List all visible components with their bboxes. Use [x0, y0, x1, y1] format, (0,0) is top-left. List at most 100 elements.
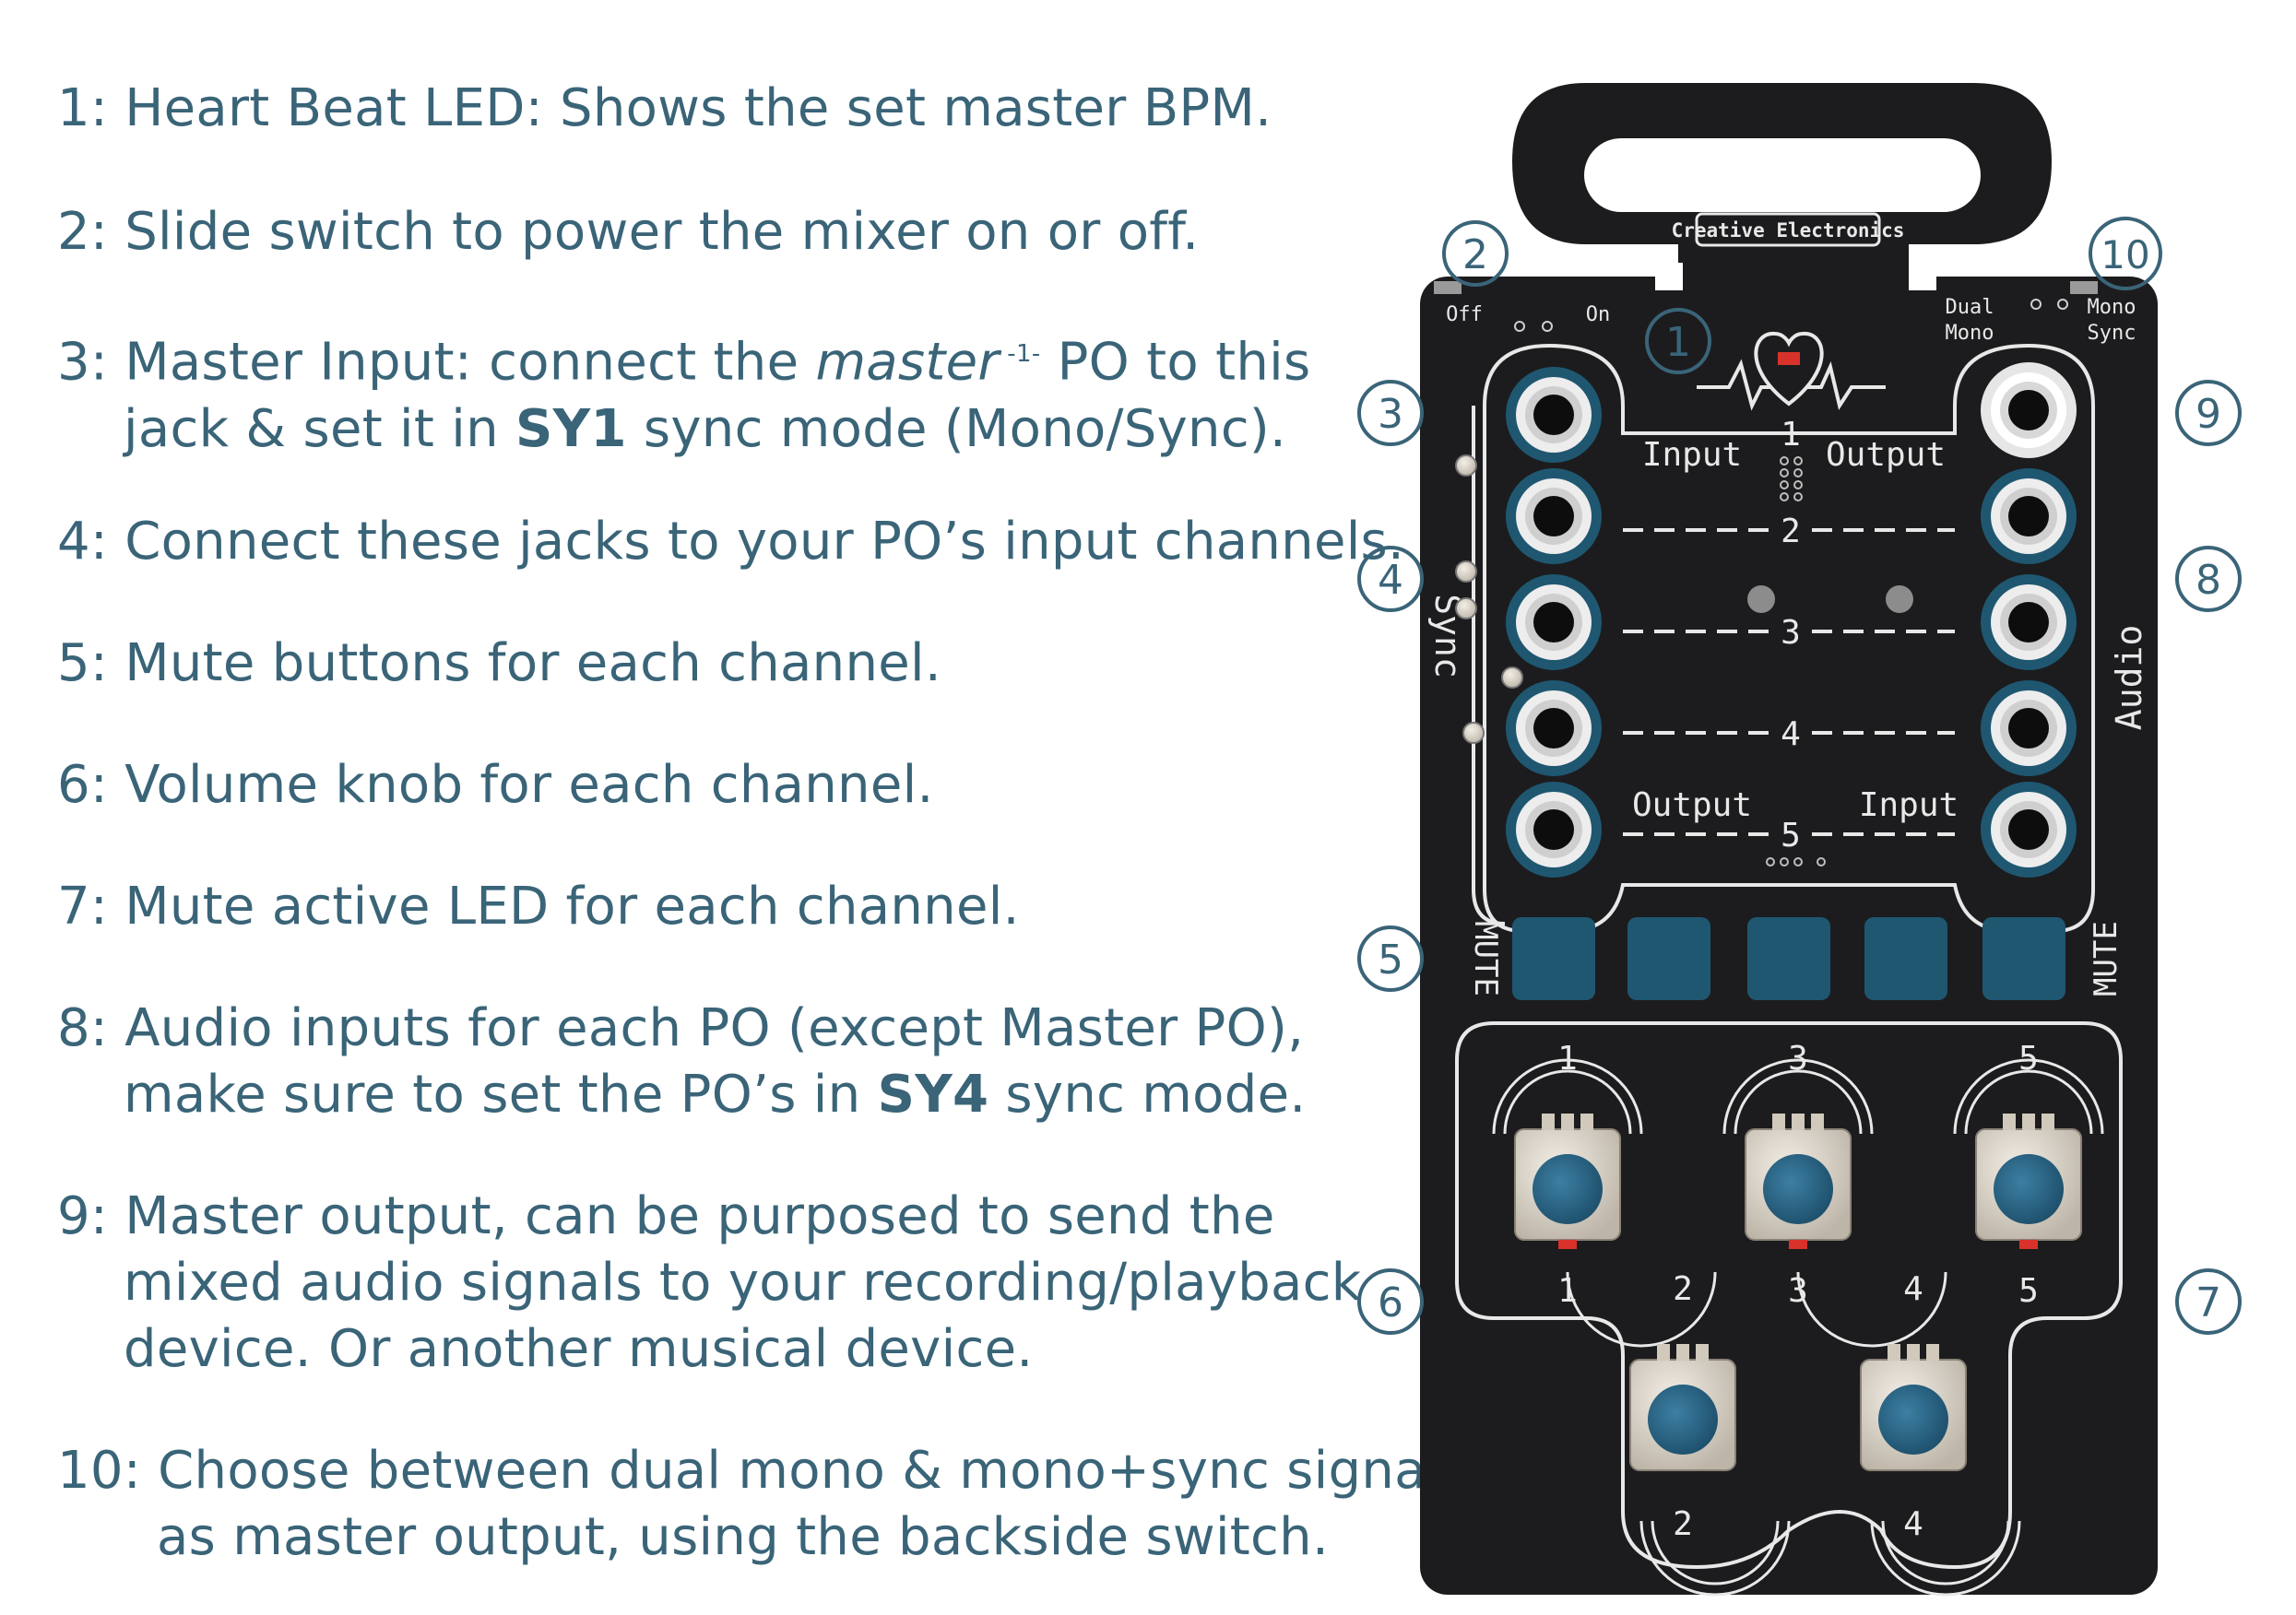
callout-number: 7 — [2195, 1279, 2221, 1326]
callout-9: 9 — [2175, 380, 2242, 446]
legend-continuation: jack & set it in SY1 sync mode (Mono/Syn… — [57, 396, 1310, 463]
mode-switch[interactable] — [2030, 281, 2098, 310]
knob-label: 4 — [1903, 1270, 1923, 1308]
callout-number: 6 — [1378, 1279, 1403, 1326]
audio-input-jack[interactable] — [1981, 574, 2077, 670]
knob-bottom-labels: 2 4 — [1673, 1505, 1923, 1543]
callout-number: 3 — [1378, 391, 1403, 438]
callout-2: 2 — [1442, 220, 1509, 287]
mute-button-4[interactable] — [1864, 917, 1947, 1000]
callout-number: 1 — [1665, 319, 1691, 366]
status-led — [1747, 585, 1775, 613]
legend-continuation: make sure to set the PO’s in SY4 sync mo… — [57, 1062, 1306, 1128]
volume-knob-3[interactable] — [1745, 1114, 1852, 1249]
sync-jack[interactable] — [1506, 680, 1602, 776]
hanger-tab — [1512, 83, 2052, 277]
legend: 1: Heart Beat LED: Shows the set master … — [57, 0, 1440, 1615]
callout-4: 4 — [1357, 546, 1424, 612]
legend-text: 7: Mute active LED for each channel. — [57, 877, 1020, 937]
volume-knob-4[interactable] — [1860, 1344, 1967, 1471]
mute-buttons[interactable] — [1512, 917, 2065, 1000]
audio-label: Audio — [2109, 625, 2149, 730]
callout-number: 4 — [1378, 557, 1403, 604]
mute-button-5[interactable] — [1982, 917, 2065, 1000]
knob-label: 3 — [1788, 1272, 1808, 1310]
legend-text: 8: Audio inputs for each PO (except Mast… — [57, 998, 1305, 1058]
legend-superscript: -1- — [999, 340, 1041, 368]
sync-jack[interactable] — [1506, 468, 1602, 564]
callout-3: 3 — [1357, 380, 1424, 446]
jack-traces — [1472, 343, 2095, 933]
legend-item-7: 7: Mute active LED for each channel. — [57, 874, 1020, 940]
input-bottom-label: Input — [1859, 786, 1959, 824]
legend-bold: SY1 — [515, 398, 627, 459]
legend-continuation: mixed audio signals to your recording/pl… — [124, 1253, 1362, 1313]
power-off-label: Off — [1446, 303, 1483, 326]
legend-item-10: 10: Choose between dual mono & mono+sync… — [57, 1438, 1441, 1571]
brand-badge: Creative Electronics — [1672, 212, 1905, 247]
mute-right-label: MUTE — [2088, 921, 2124, 996]
legend-item-5: 5: Mute buttons for each channel. — [57, 631, 941, 697]
knob-area-outline — [1455, 1021, 2123, 1570]
channel-number: 4 — [1781, 715, 1801, 753]
channel-number: 3 — [1781, 614, 1801, 652]
knob-top-labels: 1 3 5 — [1557, 1040, 2039, 1078]
audio-input-jack[interactable] — [1981, 680, 2077, 776]
legend-item-6: 6: Volume knob for each channel. — [57, 752, 934, 819]
mode-dual-label: Dual — [1946, 296, 1994, 319]
mute-button-3[interactable] — [1747, 917, 1830, 1000]
knob-label: 5 — [2018, 1040, 2039, 1078]
brand-text: Creative Electronics — [1672, 219, 1905, 242]
audio-input-jack[interactable] — [1981, 468, 2077, 564]
knob-label: 5 — [2018, 1272, 2039, 1310]
knob-label: 2 — [1673, 1505, 1693, 1543]
callout-5: 5 — [1357, 925, 1424, 992]
legend-item-8: 8: Audio inputs for each PO (except Mast… — [57, 996, 1306, 1128]
sync-jack[interactable] — [1506, 574, 1602, 670]
knob-label: 1 — [1557, 1272, 1578, 1310]
master-input-jack[interactable] — [1506, 367, 1602, 463]
legend-text: 3: Master Input: connect the — [57, 332, 816, 393]
channel-number: 2 — [1781, 513, 1801, 550]
mute-button-2[interactable] — [1627, 917, 1710, 1000]
knob-label: 4 — [1903, 1505, 1923, 1543]
sync-pins — [1455, 454, 1523, 744]
knob-arcs — [1492, 1058, 2104, 1597]
legend-item-2: 2: Slide switch to power the mixer on or… — [57, 199, 1199, 265]
callout-6: 6 — [1357, 1268, 1424, 1335]
channel-number: 5 — [1781, 817, 1801, 855]
callout-number: 5 — [1378, 937, 1403, 984]
master-output-jack[interactable] — [1981, 362, 2077, 458]
mode-mono-label: Sync — [2088, 322, 2136, 345]
legend-item-4: 4: Connect these jacks to your PO’s inpu… — [57, 509, 1404, 575]
legend-text: 2: Slide switch to power the mixer on or… — [57, 202, 1200, 262]
heartbeat-led — [1697, 331, 1886, 411]
input-top-label: Input — [1642, 436, 1742, 474]
legend-text: 9: Master output, can be purposed to sen… — [57, 1186, 1275, 1246]
power-on-label: On — [1586, 303, 1611, 326]
legend-text: 5: Mute buttons for each channel. — [57, 633, 941, 693]
sync-jack[interactable] — [1506, 782, 1602, 878]
audio-jacks-right[interactable] — [1981, 362, 2077, 878]
output-top-label: Output — [1826, 436, 1946, 474]
knob-label: 3 — [1788, 1040, 1808, 1078]
volume-knob-5[interactable] — [1975, 1114, 2082, 1249]
legend-text: jack & set it in — [124, 398, 516, 459]
audio-input-jack[interactable] — [1981, 782, 2077, 878]
callout-number: 8 — [2195, 557, 2221, 604]
sync-jacks-left[interactable] — [1506, 367, 1602, 878]
callout-1: 1 — [1645, 308, 1711, 374]
knob-label: 2 — [1673, 1270, 1693, 1308]
channel-numbers: 1 2 3 4 5 — [1781, 416, 1801, 855]
volume-knob-1[interactable] — [1514, 1114, 1621, 1249]
legend-continuation: device. Or another musical device. — [124, 1319, 1034, 1379]
legend-bold: SY4 — [877, 1065, 989, 1125]
volume-knob-2[interactable] — [1629, 1344, 1736, 1471]
legend-text: PO to this — [1040, 332, 1311, 393]
mute-button-1[interactable] — [1512, 917, 1595, 1000]
legend-text: 6: Volume knob for each channel. — [57, 755, 934, 815]
legend-item-1: 1: Heart Beat LED: Shows the set master … — [57, 76, 1272, 142]
power-switch[interactable] — [1434, 281, 1553, 332]
dot-grid — [1766, 456, 1826, 866]
